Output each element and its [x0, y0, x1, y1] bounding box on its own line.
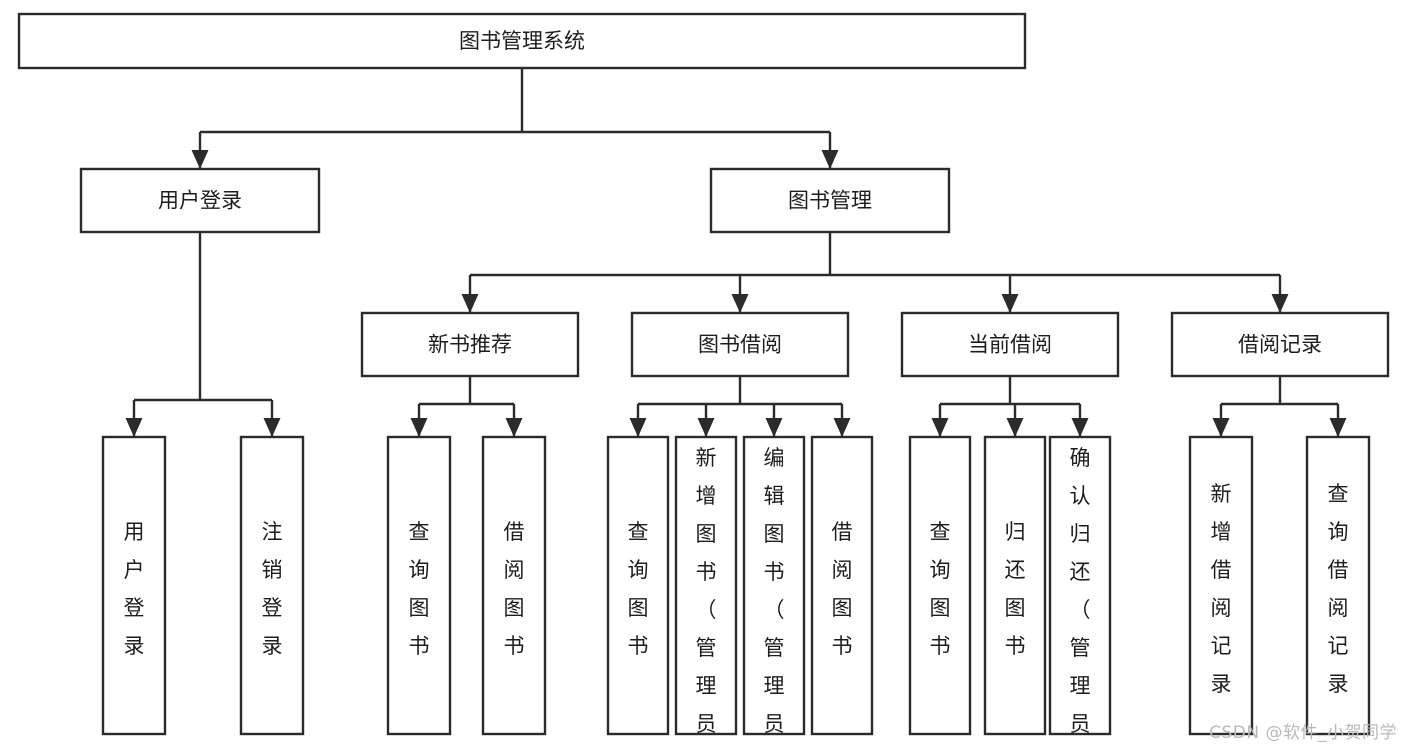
node-leaf-confirm-return[interactable]: 确认归还（管理员）: [1048, 435, 1112, 747]
arrow-head-icon: [731, 294, 749, 313]
node-leaf-query-record-box[interactable]: [1305, 435, 1371, 736]
node-root[interactable]: 图书管理系统: [17, 12, 1027, 70]
node-leaf-logout-label: 注销登录: [262, 520, 283, 658]
arrow-head-icon: [1271, 294, 1289, 313]
node-leaf-logout[interactable]: 注销登录: [239, 435, 305, 736]
arrow-head-icon: [629, 418, 647, 437]
node-book-manage-label: 图书管理: [788, 189, 872, 213]
arrow-head-icon: [697, 418, 715, 437]
node-leaf-user-login-label: 用户登录: [124, 520, 145, 658]
node-leaf-query-record[interactable]: 查询借阅记录: [1305, 435, 1371, 736]
arrow-head-icon: [191, 150, 209, 169]
node-book-borrow-box[interactable]: [630, 311, 850, 378]
arrow-head-icon: [833, 418, 851, 437]
arrow-head-icon: [931, 418, 949, 437]
node-book-manage[interactable]: 图书管理: [709, 167, 951, 234]
node-leaf-borrow-book-2-box[interactable]: [810, 435, 874, 736]
arrow-head-icon: [263, 418, 281, 437]
node-leaf-add-record-label: 新增借阅记录: [1211, 482, 1232, 696]
node-leaf-query-record-label: 查询借阅记录: [1328, 482, 1349, 696]
node-leaf-query-book-2-box[interactable]: [606, 435, 670, 736]
node-leaf-return-book[interactable]: 归还图书: [983, 435, 1047, 736]
node-leaf-borrow-book-1-label: 借阅图书: [504, 520, 525, 658]
node-current-borrow[interactable]: 当前借阅: [900, 311, 1120, 378]
node-leaf-query-book-2[interactable]: 查询图书: [606, 435, 670, 736]
node-leaf-confirm-return-box[interactable]: [1048, 435, 1112, 736]
node-leaf-add-record[interactable]: 新增借阅记录: [1188, 435, 1254, 736]
node-root-label: 图书管理系统: [459, 29, 585, 53]
node-leaf-return-book-box[interactable]: [983, 435, 1047, 736]
node-leaf-edit-book[interactable]: 编辑图书（管理员）: [742, 435, 806, 747]
node-user-login[interactable]: 用户登录: [79, 167, 321, 234]
arrow-head-icon: [1001, 294, 1019, 313]
node-leaf-add-record-box[interactable]: [1188, 435, 1254, 736]
node-leaf-logout-box[interactable]: [239, 435, 305, 736]
node-new-book-recommend[interactable]: 新书推荐: [360, 311, 580, 378]
arrow-head-icon: [1006, 418, 1024, 437]
node-current-borrow-label: 当前借阅: [968, 333, 1052, 357]
arrow-head-icon: [125, 418, 143, 437]
arrow-head-icon: [1212, 418, 1230, 437]
connector-layer: [125, 68, 1347, 437]
node-leaf-return-book-label: 归还图书: [1005, 520, 1026, 658]
node-leaf-query-book-1-box[interactable]: [386, 435, 452, 736]
node-leaf-confirm-return-label: 确认归还（管理员）: [1070, 446, 1091, 747]
node-leaf-query-book-1-label: 查询图书: [409, 520, 430, 658]
node-leaf-query-book-2-label: 查询图书: [628, 520, 649, 658]
arrow-head-icon: [410, 418, 428, 437]
csdn-watermark: CSDN @软件_小贺同学: [1209, 723, 1397, 743]
node-leaf-add-book-label: 新增图书（管理员）: [696, 446, 717, 747]
arrow-head-icon: [461, 294, 479, 313]
node-leaf-edit-book-box[interactable]: [742, 435, 806, 736]
arrow-head-icon: [1071, 418, 1089, 437]
arrow-head-icon: [821, 150, 839, 169]
node-leaf-add-book[interactable]: 新增图书（管理员）: [674, 435, 738, 747]
node-book-manage-box[interactable]: [709, 167, 951, 234]
node-user-login-label: 用户登录: [158, 189, 242, 213]
node-leaf-query-book-1[interactable]: 查询图书: [386, 435, 452, 736]
node-current-borrow-box[interactable]: [900, 311, 1120, 378]
node-borrow-records[interactable]: 借阅记录: [1170, 311, 1390, 378]
node-book-borrow-label: 图书借阅: [698, 333, 782, 357]
node-leaf-user-login-box[interactable]: [101, 435, 167, 736]
node-new-book-recommend-label: 新书推荐: [428, 333, 512, 357]
node-root-box[interactable]: [17, 12, 1027, 70]
node-leaf-edit-book-label: 编辑图书（管理员）: [764, 446, 785, 747]
arrow-head-icon: [505, 418, 523, 437]
arrow-head-icon: [765, 418, 783, 437]
node-user-login-box[interactable]: [79, 167, 321, 234]
node-leaf-query-book-3[interactable]: 查询图书: [908, 435, 972, 736]
node-leaf-borrow-book-2-label: 借阅图书: [832, 520, 853, 658]
node-book-borrow[interactable]: 图书借阅: [630, 311, 850, 378]
node-leaf-borrow-book-2[interactable]: 借阅图书: [810, 435, 874, 736]
node-leaf-query-book-3-box[interactable]: [908, 435, 972, 736]
node-leaf-borrow-book-1[interactable]: 借阅图书: [481, 435, 547, 736]
arrow-head-icon: [1329, 418, 1347, 437]
node-leaf-query-book-3-label: 查询图书: [930, 520, 951, 658]
node-new-book-recommend-box[interactable]: [360, 311, 580, 378]
node-borrow-records-label: 借阅记录: [1238, 333, 1322, 357]
node-borrow-records-box[interactable]: [1170, 311, 1390, 378]
node-leaf-add-book-box[interactable]: [674, 435, 738, 736]
node-layer: 图书管理系统用户登录图书管理新书推荐图书借阅当前借阅借阅记录用户登录注销登录查询…: [17, 12, 1390, 747]
node-leaf-borrow-book-1-box[interactable]: [481, 435, 547, 736]
node-leaf-user-login[interactable]: 用户登录: [101, 435, 167, 736]
